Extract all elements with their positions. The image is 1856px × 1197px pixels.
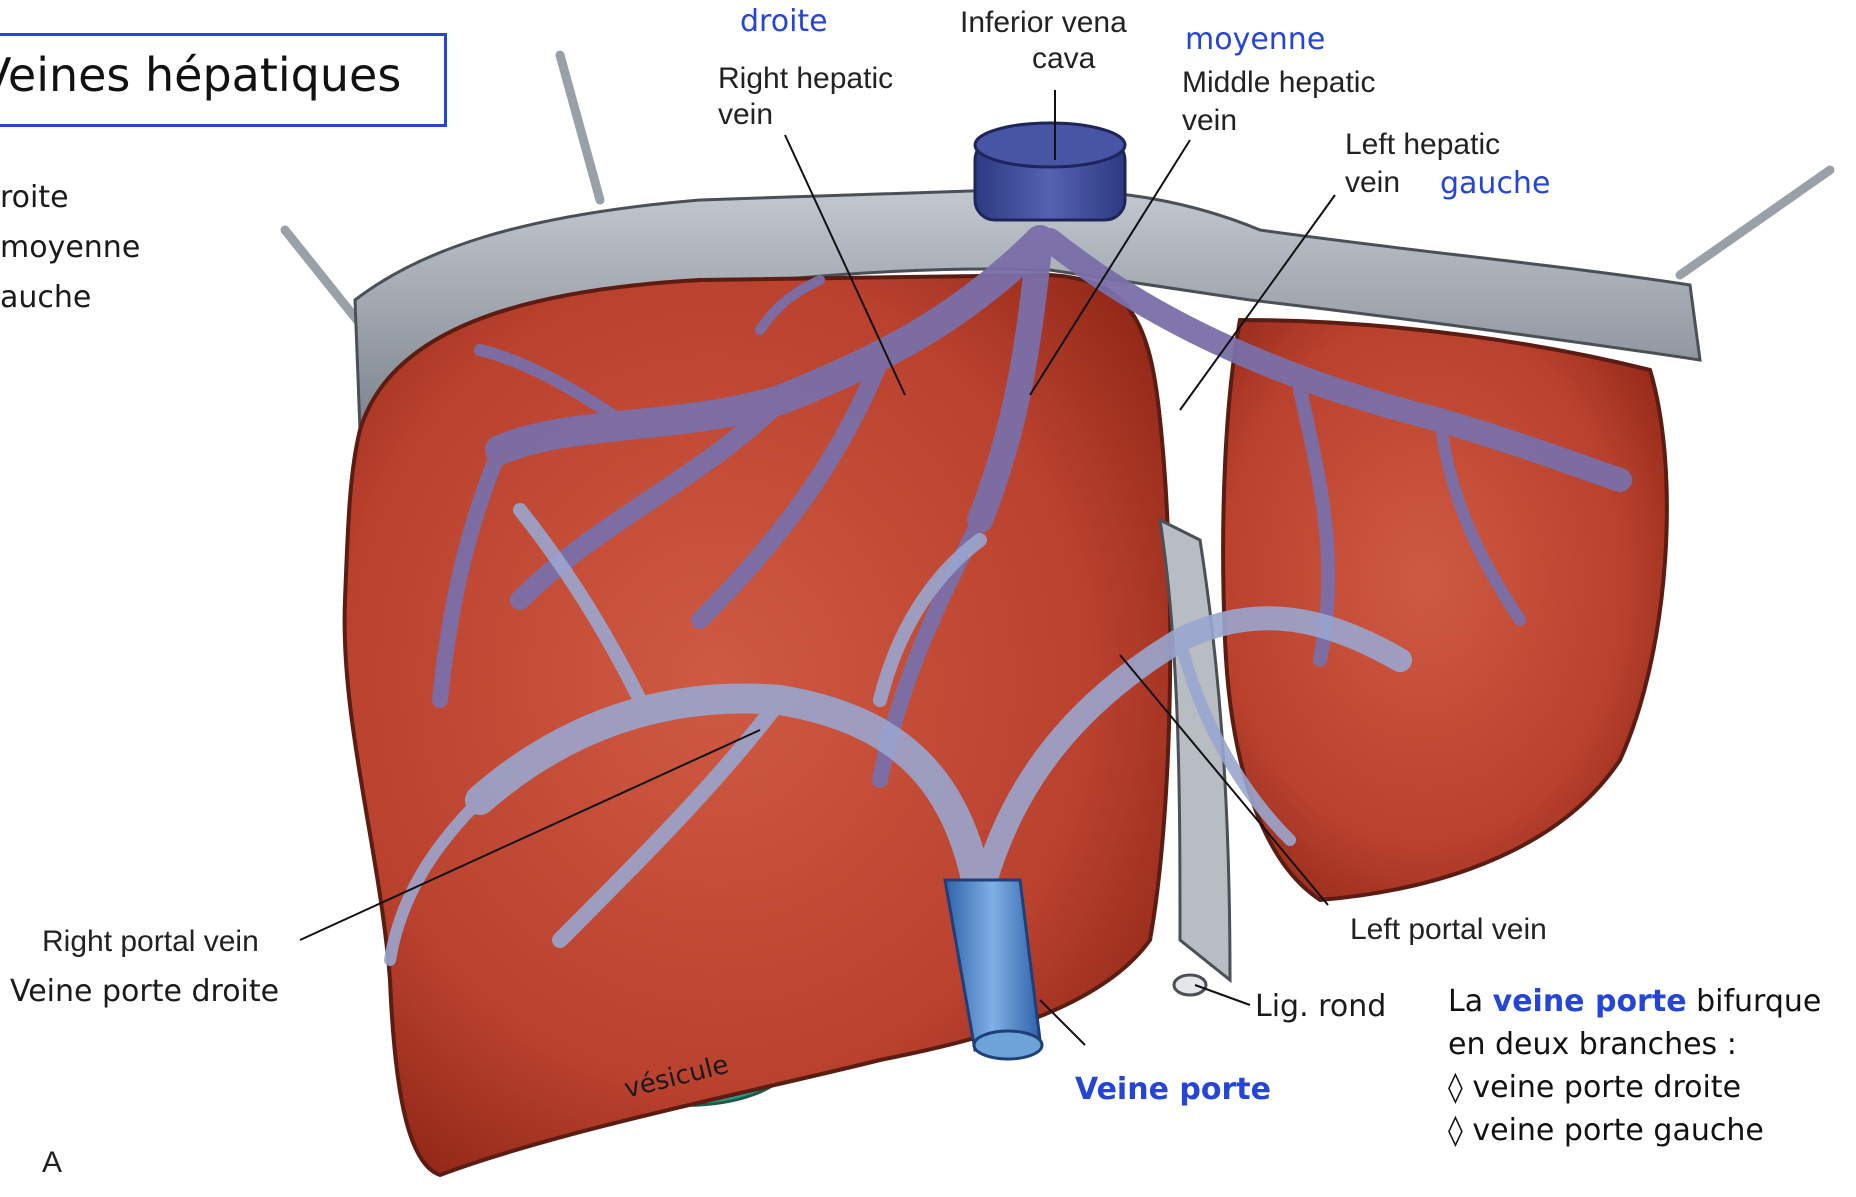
figure-letter: A	[42, 1146, 62, 1180]
portal-vein-note: La veine porte bifurque en deux branches…	[1448, 980, 1821, 1152]
label-middle-hepatic-1: Middle hepatic	[1182, 66, 1375, 100]
label-ivc-line2: cava	[1032, 42, 1095, 76]
label-veine-porte-droite: Veine porte droite	[10, 972, 279, 1012]
label-ivc-line1: Inferior vena	[960, 6, 1127, 40]
label-left-portal-vein: Left portal vein	[1350, 913, 1547, 947]
inferior-vena-cava	[975, 123, 1125, 220]
note-item-1: ◊ veine porte droite	[1448, 1066, 1821, 1109]
label-lig-rond: Lig. rond	[1255, 987, 1386, 1027]
note-line-2: en deux branches :	[1448, 1023, 1821, 1066]
label-middle-hepatic-2: vein	[1182, 104, 1237, 138]
note-line-1-bold: veine porte	[1493, 984, 1687, 1019]
note-line-1: La veine porte bifurque	[1448, 980, 1821, 1023]
label-gauche: gauche	[1440, 164, 1550, 204]
label-moyenne: moyenne	[1185, 20, 1325, 60]
label-right-hepatic-1: Right hepatic	[718, 62, 893, 96]
side-list-item-3: auche	[0, 278, 91, 318]
label-veine-porte: Veine porte	[1075, 1070, 1271, 1110]
label-left-hepatic-2: vein	[1345, 166, 1400, 200]
side-list-item-1: roite	[0, 178, 69, 218]
label-right-hepatic-2: vein	[718, 98, 773, 132]
page-title: Veines hépatiques	[0, 48, 401, 102]
note-line-1-prefix: La	[1448, 984, 1493, 1019]
note-line-1-suffix: bifurque	[1687, 984, 1822, 1019]
note-item-2: ◊ veine porte gauche	[1448, 1109, 1821, 1152]
round-ligament-end	[1174, 975, 1206, 995]
label-left-hepatic-1: Left hepatic	[1345, 128, 1500, 162]
side-list-item-2: moyenne	[0, 228, 140, 268]
label-right-portal-vein: Right portal vein	[42, 925, 259, 959]
label-droite: droite	[740, 2, 828, 42]
